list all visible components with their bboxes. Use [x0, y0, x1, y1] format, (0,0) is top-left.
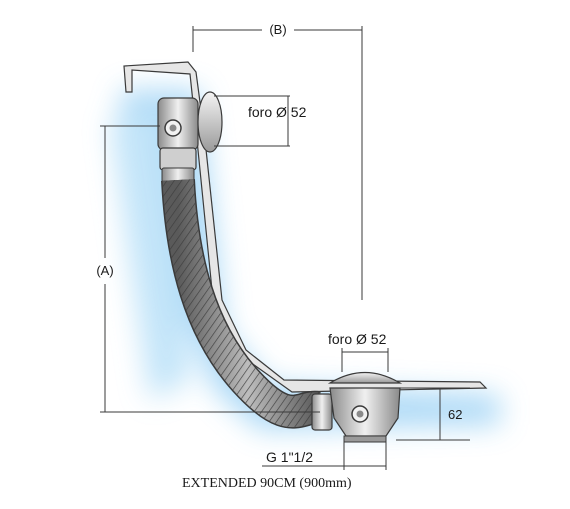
waste-assembly: [311, 372, 403, 443]
dimension-hole-bottom: foro Ø 52: [328, 331, 389, 372]
caption: EXTENDED 90CM (900mm): [182, 476, 352, 491]
hole-top-label: foro Ø 52: [248, 104, 307, 120]
dimension-b-label: (B): [269, 22, 286, 37]
dimension-b: (B): [192, 22, 363, 300]
dimension-thread: G 1"1/2: [262, 442, 387, 470]
overflow-nut: [159, 147, 197, 171]
flexible-hose: [161, 179, 321, 429]
thread-label: G 1"1/2: [266, 449, 313, 465]
overflow-assembly: [157, 91, 223, 183]
overflow-cap: [197, 91, 223, 153]
dimension-a: (A): [96, 125, 320, 413]
height-label: 62: [448, 407, 462, 422]
dimension-height: 62: [396, 387, 470, 441]
dimension-a-label: (A): [96, 263, 113, 278]
dimension-hole-top: foro Ø 52: [214, 95, 307, 147]
hole-bottom-label: foro Ø 52: [328, 331, 387, 347]
waste-cap: [327, 372, 403, 384]
